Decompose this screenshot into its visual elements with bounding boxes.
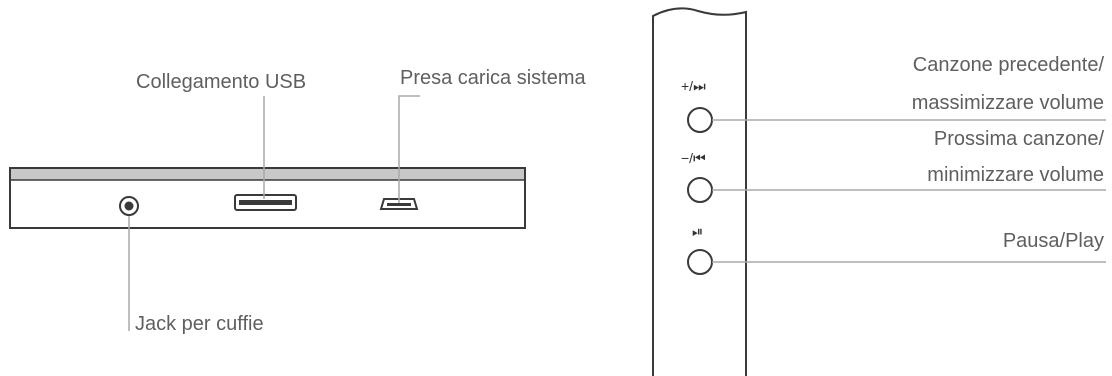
round-button-icon (687, 249, 713, 275)
headphone-jack-icon (119, 196, 139, 216)
device-bottom-view (9, 167, 526, 229)
plus-next-symbol: +/⏭ (681, 78, 706, 94)
round-button-icon (687, 177, 713, 203)
device-side-view (652, 7, 747, 376)
next-label-line2: minimizzare volume (927, 164, 1104, 186)
leader-lines-bottom (128, 95, 420, 331)
jack-label: Jack per cuffie (135, 313, 264, 335)
round-button-icon (687, 107, 713, 133)
play-pause-symbol: ⏯ (692, 223, 704, 239)
pause-play-label: Pausa/Play (1002, 230, 1104, 252)
prev-label-line1: Canzone precedente/ (912, 54, 1104, 76)
charge-leader-line (398, 95, 420, 203)
usb-port-icon (234, 194, 297, 211)
micro-usb-port-icon (379, 198, 419, 210)
usb-label: Collegamento USB (136, 71, 307, 93)
prev-label-line2: massimizzare volume (911, 92, 1104, 114)
minus-prev-symbol: −/⏮ (681, 150, 706, 166)
charge-label: Presa carica sistema (400, 67, 586, 89)
leader-lines-right (712, 119, 1106, 263)
next-label-line1: Prossima canzone/ (933, 128, 1104, 150)
device-top-strip (11, 169, 524, 180)
